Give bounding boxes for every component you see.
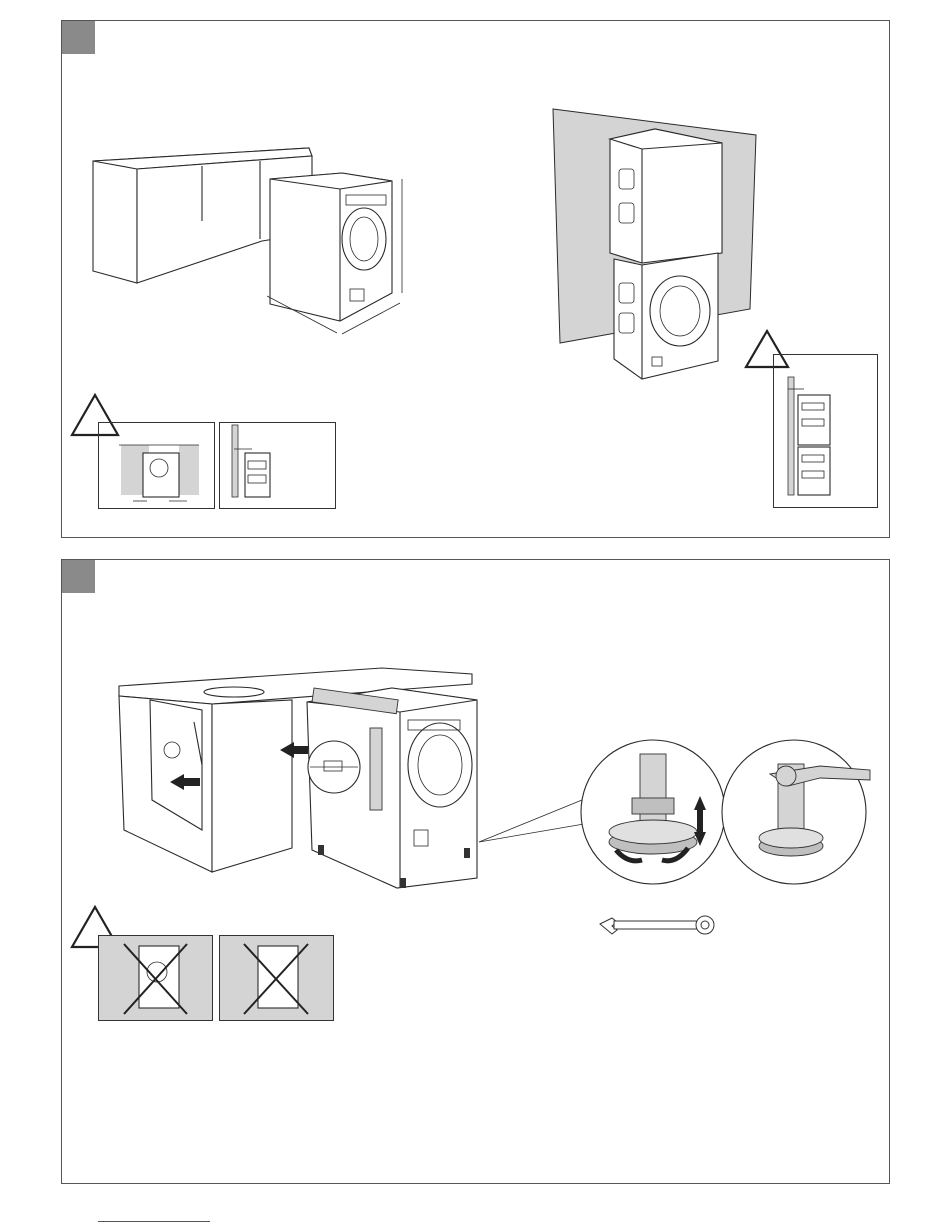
installation-step-2-panel [61,559,890,1184]
installation-step-1-panel [61,20,890,538]
footer-link-underline[interactable] [98,1221,210,1222]
wrench-tightening-zoom-illustration [720,736,870,891]
foot-adjustment-zoom-illustration [580,736,730,891]
do-not-cover-front-panel [98,935,213,1021]
stacking-clearance-detail [773,354,878,508]
clearance-detail-side [219,422,336,509]
clearance-detail-front [98,422,215,509]
combination-wrench-icon [592,910,717,940]
do-not-cover-side-panel [219,935,334,1021]
